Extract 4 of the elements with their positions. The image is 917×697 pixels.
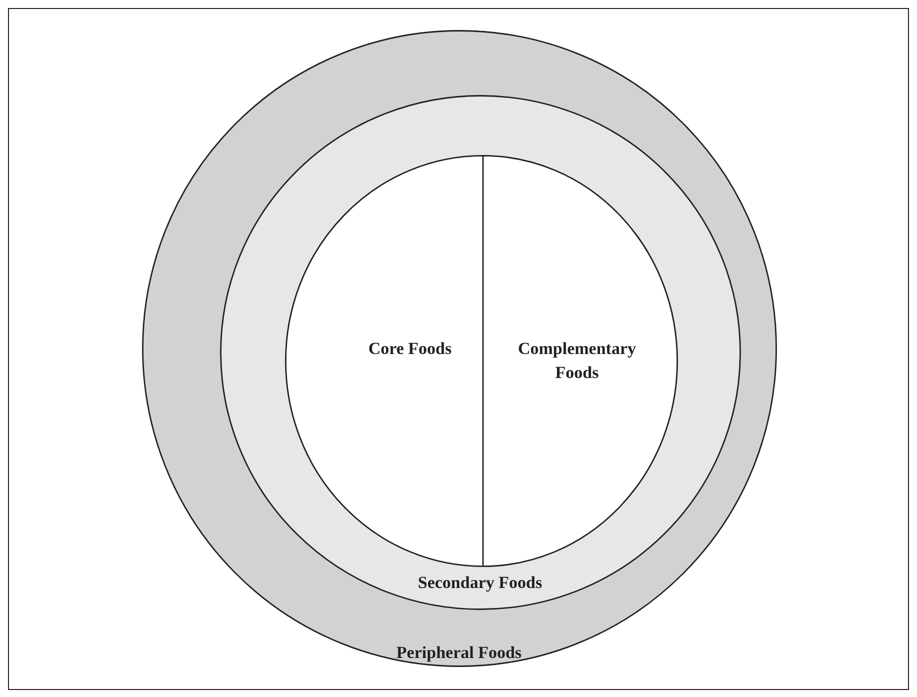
ring-label: Secondary Foods xyxy=(416,572,544,594)
segment-label: Complementary Foods xyxy=(516,338,638,384)
segment-label: Core Foods xyxy=(367,338,453,360)
ring-label: Peripheral Foods xyxy=(395,642,523,664)
